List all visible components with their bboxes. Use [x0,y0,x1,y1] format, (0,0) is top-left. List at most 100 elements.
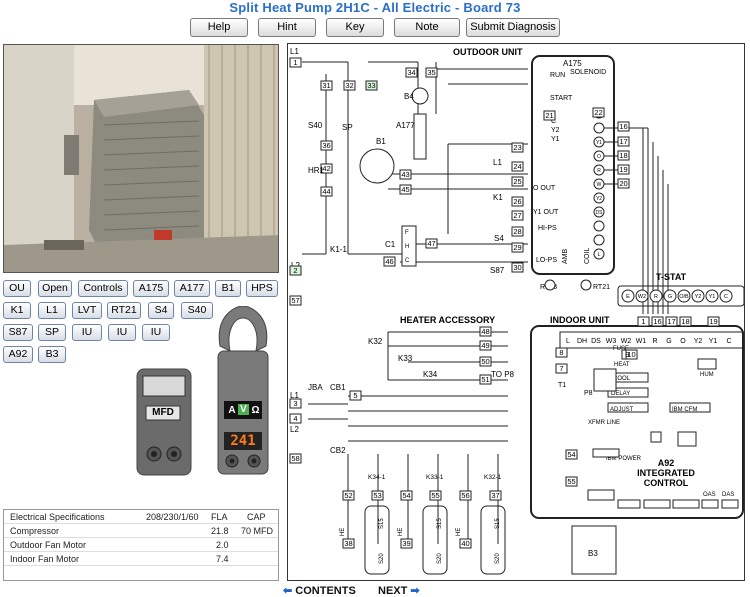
mfd-meter[interactable]: MFD [136,368,192,476]
contents-link[interactable]: ⬅ CONTENTS [283,584,356,597]
wire-number: 25 [513,177,521,186]
board-w-terminal: W [597,182,602,188]
part-button-rt21[interactable]: RT21 [107,302,141,319]
b1-compressor[interactable] [359,148,395,184]
part-button-iu-3[interactable]: IU [142,324,170,341]
part-button-s87[interactable]: S87 [3,324,33,341]
part-button-s40[interactable]: S40 [181,302,213,319]
specs-header-voltage: 208/230/1/60 [146,512,199,522]
part-button-k1[interactable]: K1 [3,302,31,319]
board-r-terminal: R [597,168,601,174]
k33-label: K33 [398,354,413,363]
hint-button[interactable]: Hint [258,18,316,37]
a92-subtitle-2: CONTROL [644,478,689,488]
part-button-a175[interactable]: A175 [133,280,169,297]
wire-number: 16 [619,122,627,131]
part-button-b1[interactable]: B1 [215,280,241,297]
connector-9-label: 9 [625,350,629,359]
table-row [4,566,278,580]
a177-label: A177 [396,121,415,130]
part-button-lvt[interactable]: LVT [72,302,102,319]
tstat-terminal-e: E [626,294,630,300]
wire-number: 46 [385,257,393,266]
part-button-controls[interactable]: Controls [78,280,128,297]
volt-mode-button[interactable]: V [238,404,249,415]
c1-capacitor[interactable] [401,225,417,267]
indoor-terminal-l: L [566,338,570,345]
tstat-terminal-y1: Y1 [709,294,716,300]
ohm-mode-button[interactable]: Ω [251,405,260,416]
part-button-open[interactable]: Open [38,280,72,297]
tstat-label: T-STAT [656,272,687,282]
s15-label: S15 [379,518,385,529]
c1-c-terminal: C [405,258,410,264]
k34-1-label: K34-1 [368,474,386,481]
wire-number: 26 [513,197,521,206]
cool-label: COOL [613,376,631,382]
wire-number: 45 [401,185,409,194]
wire-number: 55 [431,491,439,500]
wire-number: 57 [291,296,299,305]
rt21-label: RT21 [593,284,610,291]
wire-number: 58 [291,454,299,463]
spec-name: Indoor Fan Motor [10,554,80,564]
b3-blower-motor[interactable] [571,525,617,575]
table-row: Outdoor Fan Motor 2.0 [4,538,278,552]
o-out-label: O OUT [533,185,556,192]
wire-number: 5 [353,391,357,400]
s15-label: S15 [495,518,501,529]
k32-label: K32 [368,337,383,346]
a177-module[interactable] [413,113,427,160]
s15-label: S15 [437,518,443,529]
part-button-a177[interactable]: A177 [174,280,210,297]
connector-8-label: 8 [559,348,563,357]
wire-number: 1 [641,317,645,326]
key-button[interactable]: Key [326,18,384,37]
part-button-hps[interactable]: HPS [246,280,278,297]
spec-fla: 2.0 [216,540,229,550]
wire-number: 54 [402,491,410,500]
part-button-l1[interactable]: L1 [38,302,66,319]
wire-number: 44 [322,187,330,196]
note-button[interactable]: Note [394,18,460,37]
help-button[interactable]: Help [190,18,248,37]
board-l-terminal: L [598,252,601,258]
b3-label: B3 [588,549,598,558]
part-button-a92[interactable]: A92 [3,346,33,363]
wiring-diagram[interactable]: OUTDOOR UNIT L1 L2 A175 SOLENOID RUN STA… [287,43,745,581]
a175-board[interactable] [531,55,615,275]
next-link[interactable]: NEXT ➡ [378,584,420,597]
coil-label: COIL [584,248,591,264]
part-button-s4[interactable]: S4 [148,302,174,319]
wire-number: 20 [619,179,627,188]
indoor-unit-label: INDOOR UNIT [550,315,610,325]
indoor-terminal-y2: Y2 [694,338,703,345]
a175-label: A175 [563,59,582,68]
a92-integrated-control[interactable] [530,325,744,519]
table-row: Indoor Fan Motor 7.4 [4,552,278,566]
part-button-iu-1[interactable]: IU [72,324,102,341]
jba-label: JBA [308,383,323,392]
page-title: Split Heat Pump 2H1C - All Electric - Bo… [229,0,521,15]
thermostat[interactable] [617,285,744,307]
part-button-sp[interactable]: SP [38,324,66,341]
wire-number: 18 [681,317,689,326]
wire-number: 19 [619,165,627,174]
cb1-label: CB1 [330,383,346,392]
s40-label: S40 [308,121,323,130]
b4-label: B4 [404,92,414,101]
clamp-meter[interactable]: A V Ω 241 [210,305,276,476]
b4-fan-motor[interactable] [411,87,429,105]
p8-connector[interactable] [593,368,617,392]
submit-diagnosis-button[interactable]: Submit Diagnosis [466,18,560,37]
amp-mode-button[interactable]: A [228,405,236,416]
part-button-b3[interactable]: B3 [38,346,66,363]
indoor-terminal-strip[interactable] [559,331,744,349]
wire-number: 47 [427,239,435,248]
oas-label: OAS [703,492,716,498]
part-button-ou[interactable]: OU [3,280,31,297]
c1-f-terminal: F [405,230,409,236]
wire-number: 17 [667,317,675,326]
part-button-iu-2[interactable]: IU [108,324,136,341]
s20-label: S20 [379,553,385,564]
